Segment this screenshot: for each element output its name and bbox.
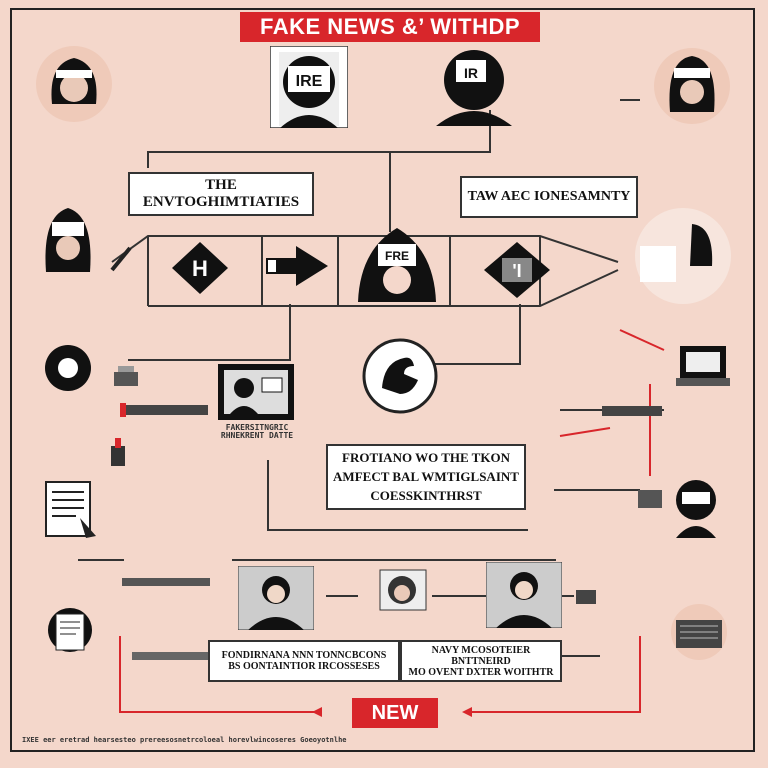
diamond-left-text: H (192, 256, 208, 281)
photo-mid-left (218, 364, 294, 420)
portrait-center: FRE (358, 228, 436, 302)
box-top-right: TAW AEC IONESAMNTY (460, 176, 638, 218)
laptop-icon-right (676, 346, 730, 386)
box-center: FROTIANO WO THE TKON AMFECT BAL WMTIGLSA… (326, 444, 526, 510)
box-bottom-left: FONDIRNANA NNN TONNCBCONS BS OONTAINTIOR… (208, 640, 400, 682)
avatar-right-2 (635, 208, 731, 304)
box-bottom-right-line-2: MO OVENT DXTER WOITHTR (408, 666, 554, 678)
device-left-3 (120, 403, 208, 417)
document-icon-left (45, 481, 96, 538)
connector-dividers (147, 236, 541, 306)
arrow-block-icon (266, 246, 328, 286)
box-bottom-left-line-2: BS OONTAINTIOR IRCOSSESES (228, 661, 380, 672)
caption-mid-left: FAKERSITNGRIC RHNEKRENT DATTE (212, 424, 302, 440)
device-right-3 (576, 590, 596, 604)
portrait-top-left-text: IRE (296, 73, 323, 90)
device-right-bottom (671, 604, 727, 660)
outer-frame (10, 8, 755, 752)
red-line-mid-right (559, 427, 611, 437)
box-center-line-2: AMFECT BAL WMTIGLSAINT (333, 469, 519, 484)
box-bottom-left-line-1: FONDIRNANA NNN TONNCBCONS (221, 650, 387, 661)
document-icon-left-2 (48, 608, 92, 652)
connector-top-1 (147, 110, 491, 168)
box-top-left: THE ENVTOGHIMTIATIES (128, 172, 314, 216)
diamond-right: 'I (484, 242, 550, 298)
portrait-center-text: FRE (385, 249, 409, 263)
diamond-right-text: 'I (512, 261, 521, 281)
connector-right-side (554, 409, 664, 491)
red-arrow-left (119, 636, 320, 713)
portrait-bottom-right (486, 562, 562, 628)
diamond-left: H (172, 242, 228, 294)
avatar-left-3 (45, 345, 91, 391)
connector-mid-right (428, 304, 521, 365)
caption-mid-left-1: FAKERSITNGRIC (225, 423, 289, 432)
footer-text: IXEE eer eretrad hearsesteo prereesosnet… (22, 736, 347, 744)
device-right-2 (638, 490, 662, 508)
device-left-4 (111, 438, 125, 466)
box-bottom-right: NAVY MCOSOTEIER BNTTNEIRD MO OVENT DXTER… (400, 640, 562, 682)
portrait-bottom-center (379, 569, 427, 611)
portrait-top-right: IR (436, 50, 512, 126)
avatar-right-1 (654, 48, 730, 124)
box-bottom-right-line-1: NAVY MCOSOTEIER BNTTNEIRD (431, 644, 531, 667)
portrait-top-right-text: IR (464, 65, 478, 81)
avatar-left-2 (45, 208, 91, 272)
caption-mid-left-2: RHNEKRENT DATTE (220, 431, 294, 440)
avatar-right-3 (676, 480, 716, 538)
device-left-6 (132, 652, 208, 660)
red-line-upper-right (619, 329, 665, 351)
avatar-left-1 (36, 46, 112, 122)
portrait-bottom-left (238, 566, 314, 630)
connector-mid-left (128, 304, 291, 361)
connector-center-bottom (267, 460, 528, 531)
portrait-top-left: IRE (270, 46, 348, 128)
device-right-1 (602, 406, 662, 416)
device-left-5 (122, 578, 210, 586)
box-center-line-3: COESSKINTHRST (370, 488, 482, 503)
device-left-1 (110, 246, 132, 272)
device-left-2 (114, 366, 138, 386)
circle-hand-icon (362, 338, 438, 414)
new-label: NEW (352, 698, 438, 728)
box-center-line-1: FROTIANO WO THE TKON (342, 450, 510, 465)
red-arrow-right (464, 636, 641, 713)
title-banner: FAKE NEWS &’ WITHDP (240, 12, 540, 42)
